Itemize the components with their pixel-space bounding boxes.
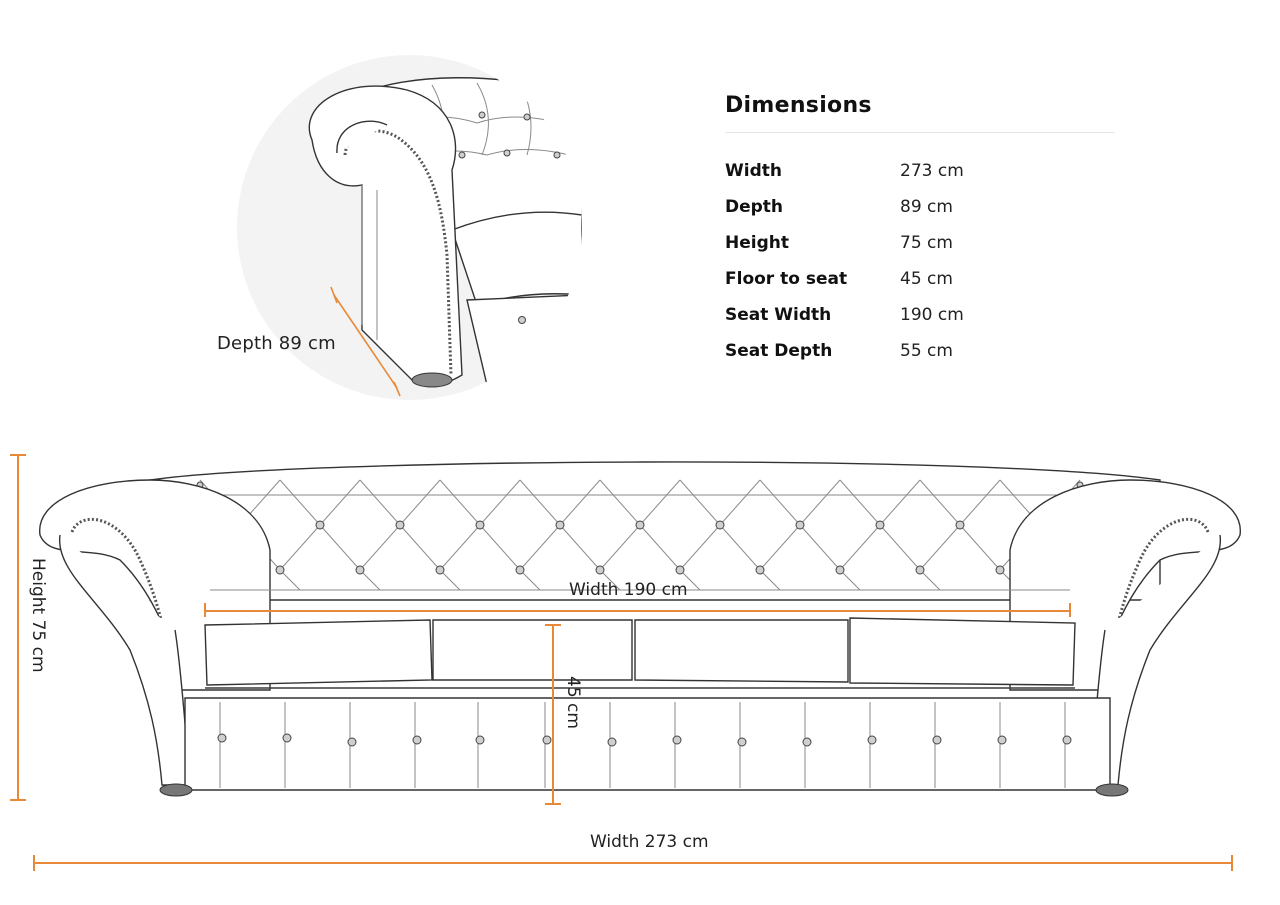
height-measure-cap-top: [10, 454, 26, 456]
dimension-row-depth: Depth 89 cm: [725, 189, 1115, 225]
floor-to-seat-measure-cap-bottom: [545, 803, 561, 805]
dimension-row-seat-depth: Seat Depth 55 cm: [725, 333, 1115, 369]
dimension-value: 45 cm: [900, 269, 953, 289]
dimension-row-height: Height 75 cm: [725, 225, 1115, 261]
floor-to-seat-measure-cap-top: [545, 624, 561, 626]
dimensions-divider: [725, 132, 1115, 133]
floor-to-seat-measure-line: [552, 624, 554, 805]
seat-width-measure-cap-left: [204, 603, 206, 617]
height-label: Height 75 cm: [28, 558, 48, 673]
dimension-value: 273 cm: [900, 161, 964, 181]
seat-width-measure-cap-right: [1069, 603, 1071, 617]
total-width-measure-cap-right: [1231, 855, 1233, 871]
dimension-value: 190 cm: [900, 305, 964, 325]
dimension-row-width: Width 273 cm: [725, 153, 1115, 189]
dimensions-table: Width 273 cm Depth 89 cm Height 75 cm Fl…: [725, 153, 1115, 369]
floor-to-seat-label: 45 cm: [563, 676, 583, 729]
dimension-label: Width: [725, 161, 782, 181]
side-view-detail-circle: [237, 55, 582, 400]
dimension-label: Seat Depth: [725, 341, 833, 361]
dimension-label: Floor to seat: [725, 269, 848, 289]
total-width-measure-cap-left: [33, 855, 35, 871]
depth-label: Depth 89 cm: [217, 333, 336, 354]
total-width-measure-line: [34, 862, 1232, 864]
seat-width-label: Width 190 cm: [569, 580, 688, 600]
dimension-label: Depth: [725, 197, 784, 217]
height-measure-line: [17, 454, 19, 801]
dimension-value: 75 cm: [900, 233, 953, 253]
dimension-value: 55 cm: [900, 341, 953, 361]
dimension-row-floor-to-seat: Floor to seat 45 cm: [725, 261, 1115, 297]
dimension-label: Seat Width: [725, 305, 832, 325]
dimension-label: Height: [725, 233, 789, 253]
seat-width-measure-line: [204, 610, 1070, 612]
dimensions-title: Dimensions: [725, 93, 872, 118]
dimension-value: 89 cm: [900, 197, 953, 217]
sofa-front-sketch: [39, 461, 1241, 797]
height-measure-cap-bottom: [10, 799, 26, 801]
dimensions-panel: Dimensions Width 273 cm Depth 89 cm Heig…: [725, 93, 1115, 369]
total-width-label: Width 273 cm: [590, 832, 709, 852]
dimension-row-seat-width: Seat Width 190 cm: [725, 297, 1115, 333]
